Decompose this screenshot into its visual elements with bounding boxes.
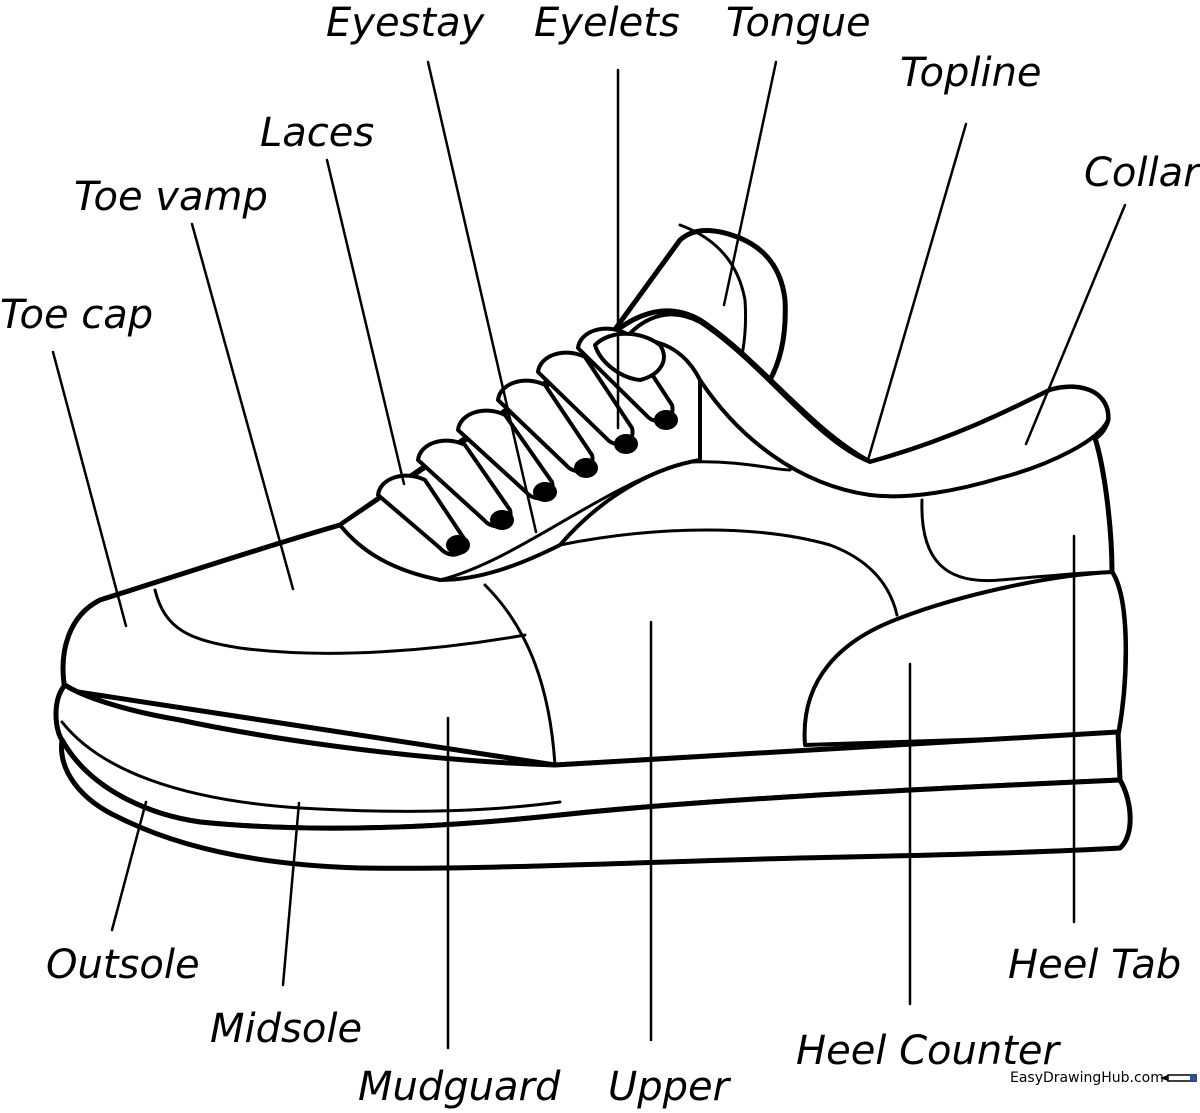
label-collar: Collar (1084, 150, 1200, 196)
leader-line-laces (325, 158, 406, 486)
label-eyelets: Eyelets (534, 0, 680, 46)
label-toe-cap: Toe cap (0, 292, 153, 338)
label-heel-tab: Heel Tab (1008, 942, 1181, 988)
label-eyestay: Eyestay (326, 0, 486, 46)
eyelet (533, 482, 557, 502)
lace-loop (376, 473, 468, 557)
eyelet (490, 510, 514, 530)
eyelet (654, 410, 678, 430)
label-tongue: Tongue (726, 0, 871, 46)
leader-line-toe-cap (51, 350, 128, 628)
label-outsole: Outsole (46, 942, 200, 988)
lace-loop (456, 408, 555, 501)
leader-line-eyestay (426, 60, 538, 534)
eyelet (446, 535, 470, 555)
shoe-outsole (59, 737, 1133, 871)
outsole-seam (60, 720, 562, 813)
label-topline: Topline (900, 50, 1042, 96)
leader-line-collar (1024, 203, 1127, 446)
label-toe-vamp: Toe vamp (74, 174, 268, 220)
eyelet (614, 434, 638, 454)
shoe-collar-band (618, 312, 1111, 499)
credit-text: EasyDrawingHub.com (1010, 1070, 1164, 1086)
leader-line-outsole (110, 800, 148, 932)
lace-bow (593, 331, 666, 382)
label-laces: Laces (260, 110, 374, 156)
upper-seam (558, 528, 899, 617)
quarter-seam (438, 460, 792, 582)
shoe-heel-counter (802, 570, 1128, 747)
label-mudguard: Mudguard (358, 1064, 561, 1110)
toe-vamp-seam (483, 583, 557, 767)
credit-watermark: EasyDrawingHub.com (1010, 1070, 1197, 1086)
label-heel-counter: Heel Counter (796, 1028, 1062, 1074)
eyelet (574, 458, 598, 478)
leader-line-topline (866, 122, 968, 462)
shoe-drawing (53, 223, 1133, 871)
leader-line-midsole (281, 801, 301, 987)
leader-line-toe-vamp (190, 222, 295, 591)
lace-loop (496, 378, 595, 474)
label-midsole: Midsole (210, 1006, 362, 1052)
toe-cap-seam (153, 588, 527, 655)
eyelets-group (446, 410, 678, 555)
leader-line-tongue (722, 60, 778, 307)
leader-lines (51, 60, 1127, 1050)
label-upper: Upper (608, 1064, 732, 1110)
pencil-icon (1160, 1074, 1197, 1082)
